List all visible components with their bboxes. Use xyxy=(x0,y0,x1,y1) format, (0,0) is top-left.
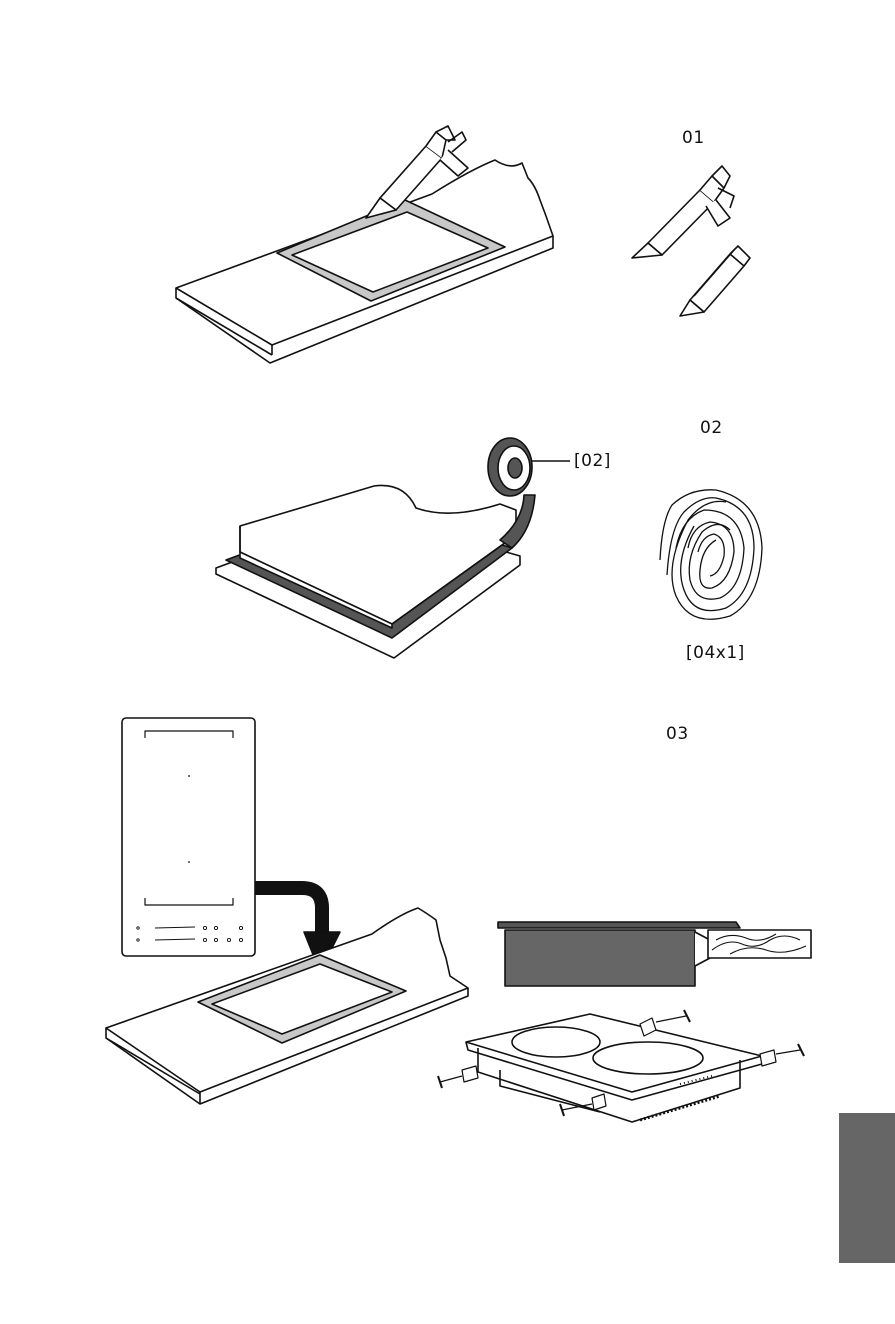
step3-hob-top-view xyxy=(122,718,255,956)
coiled-seal-icon xyxy=(660,490,762,619)
silicone-gun-tool-icon xyxy=(632,166,734,258)
hob-cross-section xyxy=(498,922,811,986)
page-side-tab xyxy=(839,1113,895,1263)
hob-with-brackets xyxy=(466,1014,762,1122)
step1-worktop xyxy=(176,160,553,363)
pencil-icon xyxy=(680,246,750,316)
step2-hob-upside-down xyxy=(216,485,520,658)
